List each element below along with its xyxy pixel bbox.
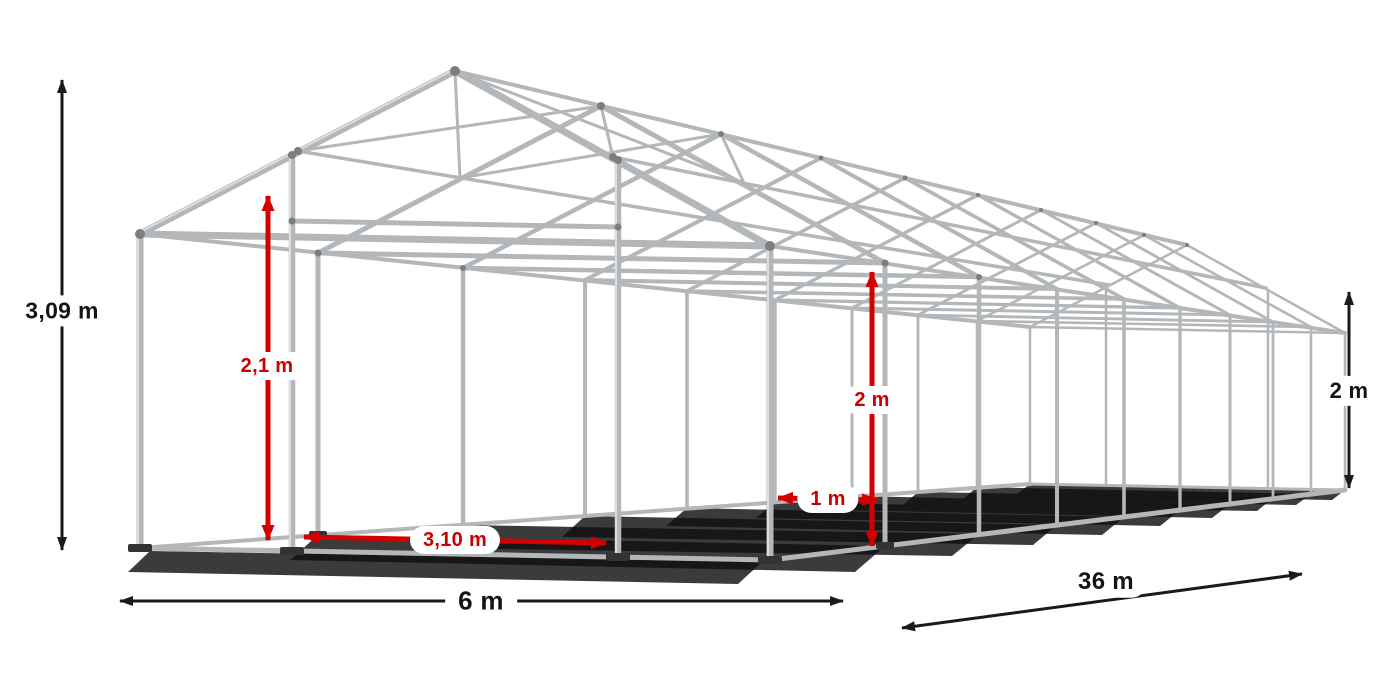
truss-frame-3 — [460, 131, 982, 537]
entrance-width-label: 3,10 m — [409, 526, 501, 554]
back-ground-bar — [1028, 482, 1347, 492]
roof-braces — [296, 69, 746, 185]
truss-frame-4 — [583, 156, 1059, 527]
side-height-mid-label: 2 m — [841, 386, 903, 414]
entrance-height-label: 2,1 m — [227, 352, 307, 380]
width-label: 6 m — [445, 583, 517, 619]
mid-roof-purlins — [296, 149, 1268, 290]
truss-frame-10 — [1028, 243, 1347, 492]
entrance-header-bar — [289, 218, 621, 230]
ridge-height-label: 3,09 m — [12, 295, 112, 327]
front-gable-frame — [136, 67, 774, 564]
length-label: 36 m — [1065, 565, 1147, 599]
side-height-rear-label: 2 m — [1316, 375, 1382, 407]
truss-frame-2 — [315, 103, 888, 549]
truss-frames — [315, 103, 1347, 549]
connector-joints — [135, 66, 1189, 280]
near-ground-bars — [137, 487, 1348, 563]
length-arrow — [901, 570, 1303, 632]
pole-spacing-label: 1 m — [797, 485, 859, 513]
